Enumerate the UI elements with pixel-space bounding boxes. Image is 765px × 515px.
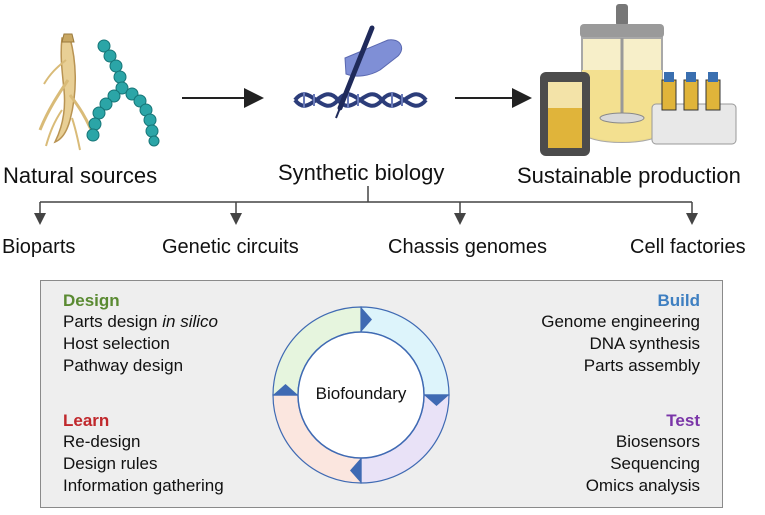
- build-section: Build Genome engineering DNA synthesis P…: [541, 291, 700, 377]
- biofoundry-panel: Design Parts design in silico Host selec…: [40, 280, 723, 508]
- category-cell-factories: Cell factories: [630, 236, 746, 258]
- category-genetic-circuits: Genetic circuits: [162, 236, 299, 258]
- dna-helix-icon: [293, 92, 428, 108]
- category-chassis-genomes: Chassis genomes: [388, 236, 547, 258]
- filamentous-microbe-icon: [86, 39, 160, 147]
- design-item: Host selection: [63, 334, 170, 353]
- test-item: Sequencing: [610, 454, 700, 473]
- stage-label-sustainable-production: Sustainable production: [517, 163, 741, 188]
- build-item: Parts assembly: [583, 356, 700, 375]
- dbtl-cycle-ring: [272, 306, 450, 484]
- cycle-center-label: Biofoundary: [315, 384, 407, 403]
- learn-item: Design rules: [63, 454, 158, 473]
- stage-label-natural-sources: Natural sources: [3, 163, 158, 188]
- learn-item: Re-design: [63, 432, 141, 451]
- build-title: Build: [657, 291, 701, 310]
- learn-section: Learn Re-design Design rules Information…: [63, 411, 224, 497]
- design-item: Pathway design: [63, 356, 184, 375]
- design-section: Design Parts design in silico Host selec…: [63, 291, 218, 377]
- test-item: Biosensors: [615, 432, 700, 451]
- bioreactor-icon: [540, 4, 737, 156]
- hand-with-pen-icon: [335, 25, 403, 119]
- design-title: Design: [63, 291, 120, 310]
- cycle-right-arrow: [424, 395, 449, 406]
- test-section: Test Biosensors Sequencing Omics analysi…: [586, 411, 700, 497]
- test-title: Test: [666, 411, 700, 430]
- build-item: DNA synthesis: [589, 334, 700, 353]
- in-silico-text: in silico: [162, 312, 218, 331]
- branch-connector: [34, 186, 698, 225]
- test-item: Omics analysis: [585, 476, 700, 495]
- build-item: Genome engineering: [541, 312, 700, 331]
- ginseng-root-icon: [38, 33, 94, 151]
- category-bioparts: Bioparts: [2, 236, 76, 258]
- design-item: Parts design in silico: [63, 312, 218, 331]
- learn-title: Learn: [63, 411, 110, 430]
- cycle-top-arrow: [361, 307, 372, 332]
- cycle-bottom-arrow: [350, 458, 361, 483]
- stage-label-synthetic-biology: Synthetic biology: [278, 160, 445, 185]
- learn-item: Information gathering: [63, 476, 224, 495]
- cycle-left-arrow: [273, 384, 298, 395]
